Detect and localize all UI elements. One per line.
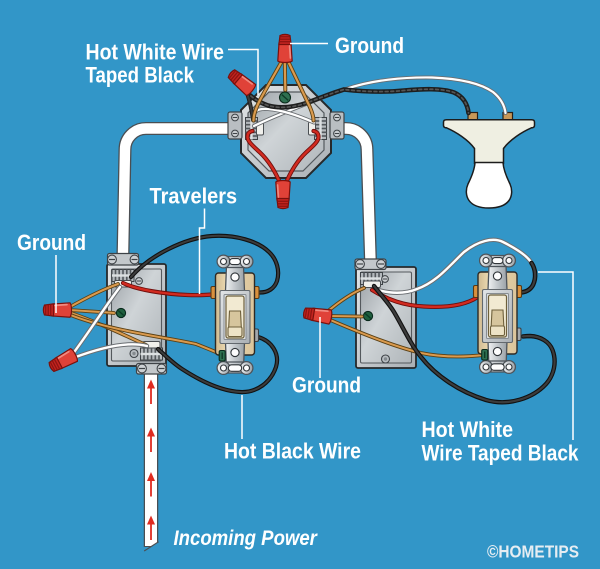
svg-text:Hot Black Wire: Hot Black Wire bbox=[224, 439, 361, 464]
svg-text:Wire Taped Black: Wire Taped Black bbox=[422, 441, 579, 466]
svg-text:Ground: Ground bbox=[335, 34, 404, 59]
svg-text:Incoming Power: Incoming Power bbox=[174, 527, 319, 550]
svg-text:Hot White Wire: Hot White Wire bbox=[86, 40, 224, 65]
svg-text:Travelers: Travelers bbox=[150, 183, 238, 208]
svg-text:Ground: Ground bbox=[17, 231, 86, 256]
svg-text:Hot White: Hot White bbox=[422, 418, 514, 443]
svg-text:©HOMETIPS: ©HOMETIPS bbox=[487, 541, 579, 561]
svg-text:Taped Black: Taped Black bbox=[86, 63, 195, 88]
svg-text:Ground: Ground bbox=[292, 373, 361, 398]
